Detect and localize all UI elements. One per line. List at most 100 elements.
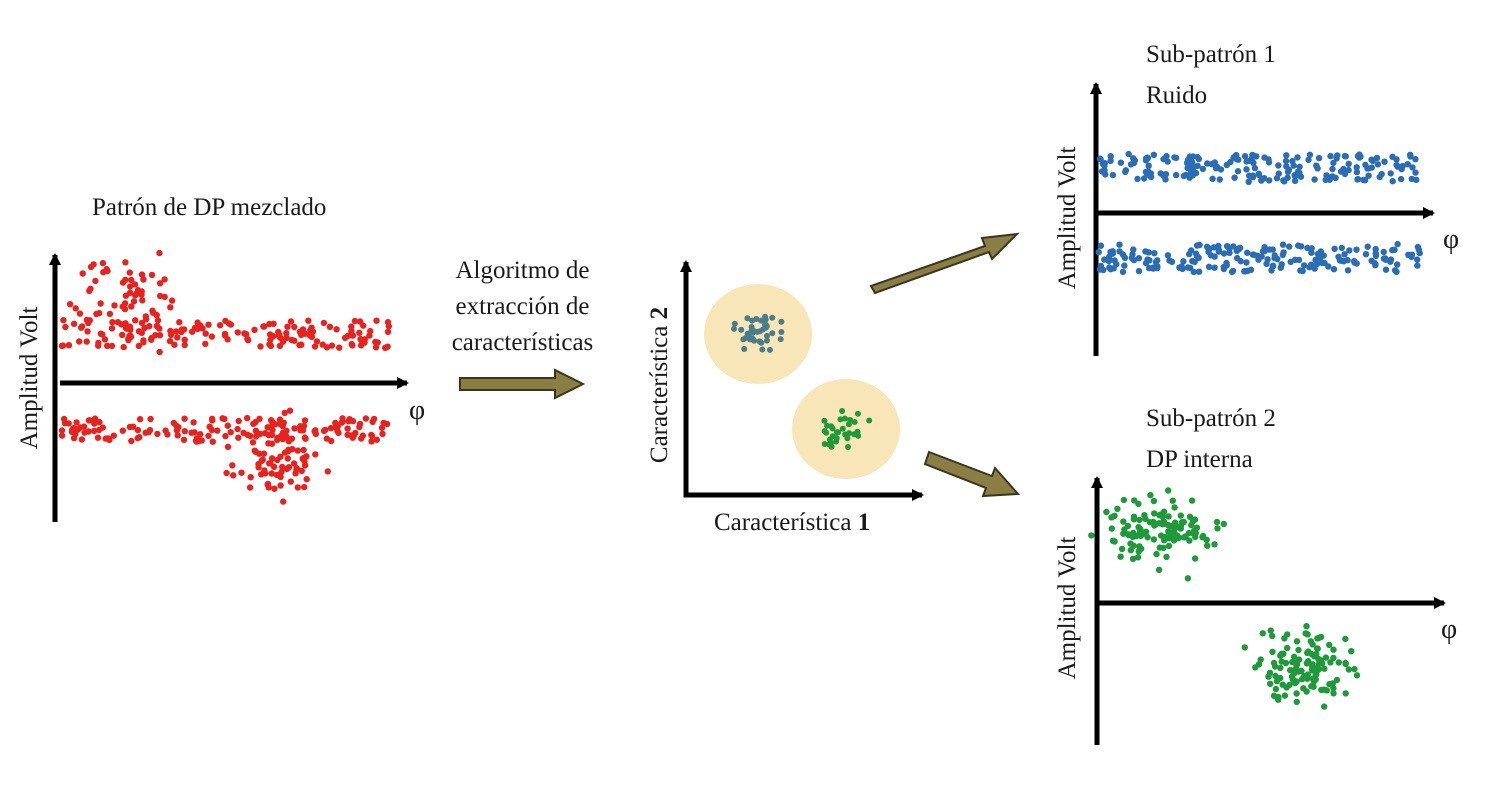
scatter-dot [777, 336, 784, 343]
scatter-dot [181, 428, 188, 435]
scatter-dot [1114, 505, 1121, 512]
scatter-dot [1245, 178, 1252, 185]
subpattern-2-subtitle: DP interna [1146, 446, 1253, 473]
scatter-dot [1312, 256, 1319, 263]
scatter-dot [230, 472, 237, 479]
scatter-dot [153, 311, 160, 319]
scatter-dot [251, 326, 258, 333]
scatter-dot [299, 455, 306, 463]
scatter-dot [161, 276, 168, 283]
scatter-dot [833, 435, 840, 442]
scatter-dot [1286, 681, 1293, 689]
scatter-dot [1168, 532, 1176, 540]
scatter-dot [1241, 644, 1249, 651]
scatter-dot [149, 307, 156, 314]
scatter-dot [194, 319, 201, 326]
scatter-dot [1409, 164, 1416, 171]
scatter-dot [1338, 244, 1346, 252]
scatter-dot [1146, 257, 1153, 264]
scatter-dot [1414, 243, 1422, 251]
scatter-dot [1097, 242, 1105, 249]
scatter-dot [320, 427, 328, 435]
scatter-dot [286, 407, 294, 414]
scatter-dot [1117, 159, 1125, 166]
scatter-dot [58, 427, 66, 434]
scatter-dot [246, 484, 254, 491]
scatter-dot [1142, 155, 1150, 162]
scatter-dot [1315, 666, 1323, 673]
scatter-dot [136, 416, 144, 423]
scatter-dot [65, 420, 72, 427]
scatter-dot [1389, 153, 1396, 160]
scatter-dot [227, 429, 234, 436]
scatter-dot [753, 316, 760, 322]
scatter-dot [1307, 638, 1315, 645]
scatter-dot [305, 317, 312, 324]
scatter-dot [1259, 630, 1267, 637]
scatter-dot [1243, 259, 1250, 266]
scatter-dot [1150, 518, 1157, 526]
feature-x-axis-label-number: 1 [857, 509, 871, 536]
scatter-dot [1278, 658, 1285, 665]
scatter-dot [1277, 264, 1285, 271]
scatter-dot [1169, 497, 1177, 504]
scatter-dot [1275, 696, 1282, 703]
scatter-dot [1177, 512, 1185, 519]
scatter-dot [368, 438, 375, 445]
scatter-dot [128, 276, 135, 284]
scatter-dot [1293, 638, 1301, 645]
scatter-dot [78, 323, 86, 330]
scatter-dot [277, 473, 284, 481]
scatter-dot [122, 292, 130, 299]
scatter-dot [1294, 154, 1301, 161]
scatter-dot [269, 426, 276, 434]
scatter-dot [1124, 522, 1132, 530]
cluster-2-region [792, 379, 900, 479]
scatter-dot [191, 429, 198, 436]
scatter-dot [731, 325, 737, 332]
scatter-dot [192, 437, 200, 444]
scatter-dot [271, 485, 278, 492]
scatter-dot [1312, 671, 1320, 678]
scatter-dot [93, 310, 100, 318]
scatter-dot [1144, 168, 1152, 175]
scatter-dot [311, 343, 319, 350]
scatter-dot [148, 336, 155, 343]
scatter-dot [208, 333, 216, 340]
scatter-dot [110, 432, 118, 439]
scatter-dot [1360, 176, 1367, 184]
scatter-dot [1312, 676, 1319, 683]
scatter-dot [121, 300, 129, 307]
mixed-y-axis-label: Amplitud Volt [16, 306, 43, 450]
scatter-dot [139, 297, 146, 304]
scatter-dot [759, 346, 766, 353]
scatter-dot [1144, 534, 1151, 541]
scatter-dot [359, 339, 366, 346]
scatter-dot [128, 303, 135, 310]
scatter-dot [1131, 157, 1139, 164]
scatter-dot [1326, 680, 1333, 688]
scatter-dot [283, 427, 290, 434]
scatter-dot [198, 437, 205, 444]
scatter-dot [333, 326, 340, 333]
scatter-dot [1116, 241, 1123, 248]
scatter-dot [140, 339, 147, 346]
scatter-dot [339, 418, 346, 425]
scatter-dot [296, 328, 304, 335]
scatter-dot [287, 318, 295, 325]
scatter-dot [1129, 555, 1137, 562]
scatter-dot [181, 336, 188, 343]
scatter-dot [284, 323, 291, 330]
scatter-dot [855, 432, 862, 439]
scatter-dot [235, 417, 242, 425]
scatter-dot [154, 430, 161, 438]
scatter-dot [372, 344, 380, 351]
scatter-dot [1281, 692, 1289, 699]
scatter-dot [1186, 537, 1193, 544]
scatter-dot [1177, 522, 1185, 529]
scatter-dot [126, 332, 133, 340]
scatter-dot [205, 432, 212, 440]
scatter-dot [778, 329, 785, 335]
scatter-dot [120, 343, 127, 351]
scatter-dot [262, 470, 269, 477]
